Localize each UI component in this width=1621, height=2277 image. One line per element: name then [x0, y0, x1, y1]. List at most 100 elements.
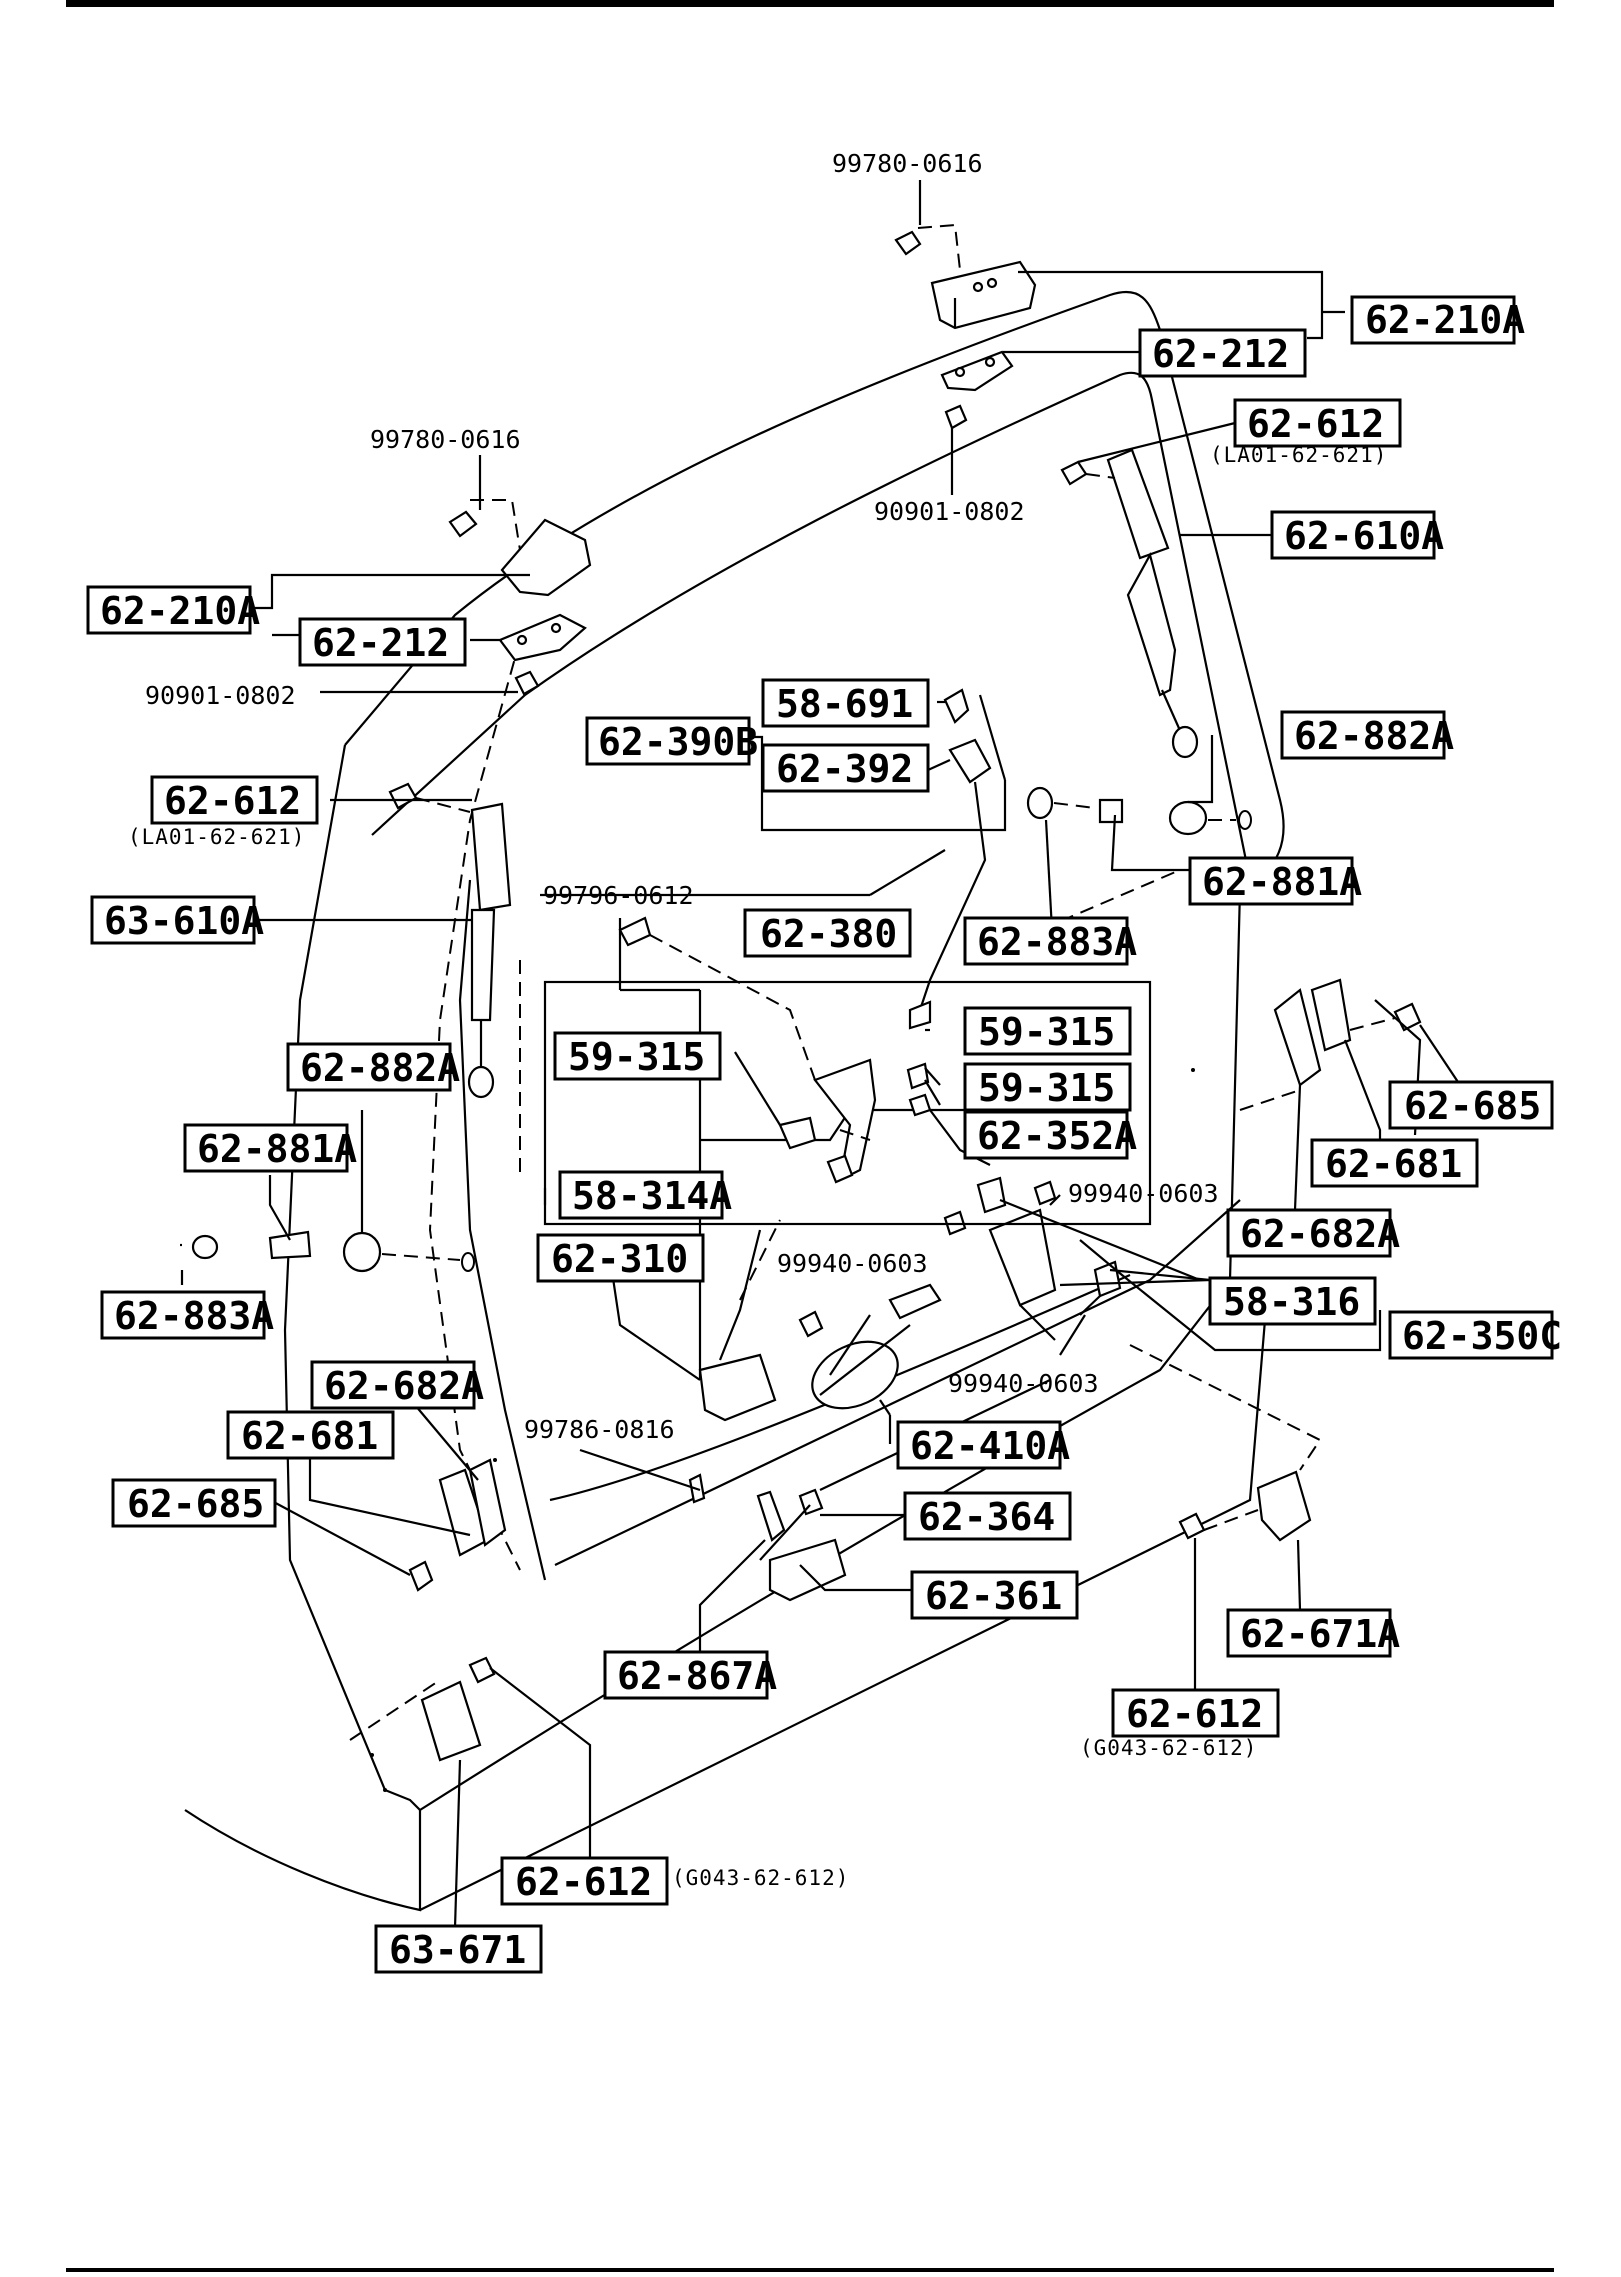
svg-text:62-682A: 62-682A	[324, 1364, 484, 1408]
left-bumper-bracket	[408, 1458, 507, 1592]
svg-text:62-361: 62-361	[925, 1574, 1062, 1618]
box-62-883A-center: 62-883A	[963, 916, 1137, 966]
box-62-685-left: 62-685	[111, 1478, 277, 1528]
svg-text:62-380: 62-380	[760, 912, 897, 956]
box-62-380: 62-380	[743, 908, 912, 958]
box-62-310: 62-310	[536, 1233, 705, 1283]
svg-text:62-612: 62-612	[1126, 1692, 1263, 1736]
svg-text:62-610A: 62-610A	[1284, 514, 1444, 558]
svg-text:63-671: 63-671	[389, 1928, 526, 1972]
upper-right-hinge	[894, 223, 1037, 430]
left-gas-strut	[388, 782, 512, 1099]
label-99780-0616-top: 99780-0616	[832, 149, 983, 178]
svg-text:58-314A: 58-314A	[572, 1174, 732, 1218]
box-58-314A: 58-314A	[558, 1170, 732, 1220]
svg-text:62-681: 62-681	[1325, 1142, 1462, 1186]
label-99940-0603-a: 99940-0603	[1068, 1179, 1219, 1208]
box-62-685-right: 62-685	[1388, 1080, 1554, 1130]
svg-text:62-612: 62-612	[1247, 402, 1384, 446]
svg-text:62-882A: 62-882A	[1294, 714, 1454, 758]
right-lower-hinge	[1178, 1470, 1312, 1542]
svg-text:62-682A: 62-682A	[1240, 1212, 1400, 1256]
svg-text:59-315: 59-315	[978, 1066, 1115, 1110]
page-frame	[66, 0, 1554, 2272]
svg-text:62-364: 62-364	[918, 1495, 1055, 1539]
svg-text:62-883A: 62-883A	[114, 1294, 274, 1338]
box-62-612-right: 62-612	[1111, 1688, 1280, 1738]
svg-text:63-610A: 63-610A	[104, 899, 264, 943]
box-62-390B: 62-390B	[585, 716, 758, 766]
box-62-882A-left: 62-882A	[286, 1042, 460, 1092]
svg-text:62-881A: 62-881A	[197, 1127, 357, 1171]
note-g043-right: (G043-62-612)	[1080, 1736, 1257, 1760]
svg-text:62-390B: 62-390B	[598, 720, 758, 764]
box-62-867A: 62-867A	[603, 1650, 777, 1700]
box-62-682A-left: 62-682A	[310, 1360, 484, 1410]
box-58-316: 58-316	[1208, 1276, 1377, 1326]
svg-text:62-210A: 62-210A	[1365, 298, 1525, 342]
box-62-392: 62-392	[761, 743, 930, 793]
svg-text:62-352A: 62-352A	[977, 1114, 1137, 1158]
box-62-671A: 62-671A	[1226, 1608, 1400, 1658]
box-62-881A-left: 62-881A	[183, 1123, 357, 1173]
box-62-364: 62-364	[903, 1491, 1072, 1541]
svg-text:62-681: 62-681	[241, 1414, 378, 1458]
svg-text:62-612: 62-612	[164, 779, 301, 823]
lock-cylinder-assembly	[688, 1229, 942, 1504]
box-63-610A: 63-610A	[90, 895, 264, 945]
box-62-410A: 62-410A	[896, 1420, 1070, 1470]
label-90901-0802-left: 90901-0802	[145, 681, 296, 710]
right-bumper-bracket	[1239, 978, 1422, 1111]
box-62-681-left: 62-681	[226, 1410, 395, 1460]
right-stopper-assembly	[1026, 786, 1252, 836]
small-marks	[370, 960, 1195, 1792]
svg-text:62-410A: 62-410A	[910, 1424, 1070, 1468]
box-62-610A: 62-610A	[1270, 510, 1444, 560]
svg-text:58-691: 58-691	[776, 682, 913, 726]
box-62-881A-right: 62-881A	[1188, 856, 1362, 906]
svg-text:62-867A: 62-867A	[617, 1654, 777, 1698]
liftgate-outline	[184, 290, 1322, 1912]
left-lower-hinge	[420, 1656, 496, 1762]
upper-left-hinge	[448, 499, 592, 696]
svg-text:62-685: 62-685	[1404, 1084, 1541, 1128]
box-62-210A-left: 62-210A	[86, 585, 260, 635]
box-62-612-left: 62-612	[150, 775, 319, 825]
box-59-315-r2: 59-315	[963, 1062, 1132, 1112]
box-62-361: 62-361	[910, 1570, 1079, 1620]
svg-text:62-881A: 62-881A	[1202, 860, 1362, 904]
svg-text:62-210A: 62-210A	[100, 589, 260, 633]
label-99940-0603-c: 99940-0603	[948, 1369, 1099, 1398]
box-62-882A-right: 62-882A	[1280, 710, 1454, 760]
svg-text:62-883A: 62-883A	[977, 920, 1137, 964]
label-99796-0612: 99796-0612	[543, 881, 694, 910]
svg-text:59-315: 59-315	[978, 1010, 1115, 1054]
box-62-352A: 62-352A	[963, 1110, 1137, 1160]
striker-assembly	[756, 1488, 847, 1602]
svg-text:62-392: 62-392	[776, 747, 913, 791]
svg-text:62-212: 62-212	[312, 621, 449, 665]
box-62-212-left: 62-212	[298, 617, 467, 667]
box-62-350C: 62-350C	[1388, 1310, 1562, 1360]
svg-text:59-315: 59-315	[568, 1035, 705, 1079]
label-99786-0816: 99786-0816	[524, 1415, 675, 1444]
box-59-315-r1: 59-315	[963, 1006, 1132, 1056]
svg-text:62-612: 62-612	[515, 1860, 652, 1904]
svg-text:62-685: 62-685	[127, 1482, 264, 1526]
box-58-691: 58-691	[761, 678, 930, 728]
box-62-612-top: 62-612	[1233, 398, 1402, 448]
svg-text:62-671A: 62-671A	[1240, 1612, 1400, 1656]
right-gas-strut	[1060, 448, 1199, 759]
group-62-380-frame	[543, 980, 1152, 1226]
svg-text:62-350C: 62-350C	[1402, 1314, 1562, 1358]
box-59-315-left: 59-315	[553, 1031, 722, 1081]
label-99940-0603-b: 99940-0603	[777, 1249, 928, 1278]
svg-text:62-882A: 62-882A	[300, 1046, 460, 1090]
box-62-681-right: 62-681	[1310, 1138, 1479, 1188]
svg-text:58-316: 58-316	[1223, 1280, 1360, 1324]
box-62-612-bottom: 62-612	[500, 1856, 669, 1906]
svg-text:62-310: 62-310	[551, 1237, 688, 1281]
svg-text:62-212: 62-212	[1152, 332, 1289, 376]
box-62-212-top: 62-212	[1138, 328, 1307, 378]
